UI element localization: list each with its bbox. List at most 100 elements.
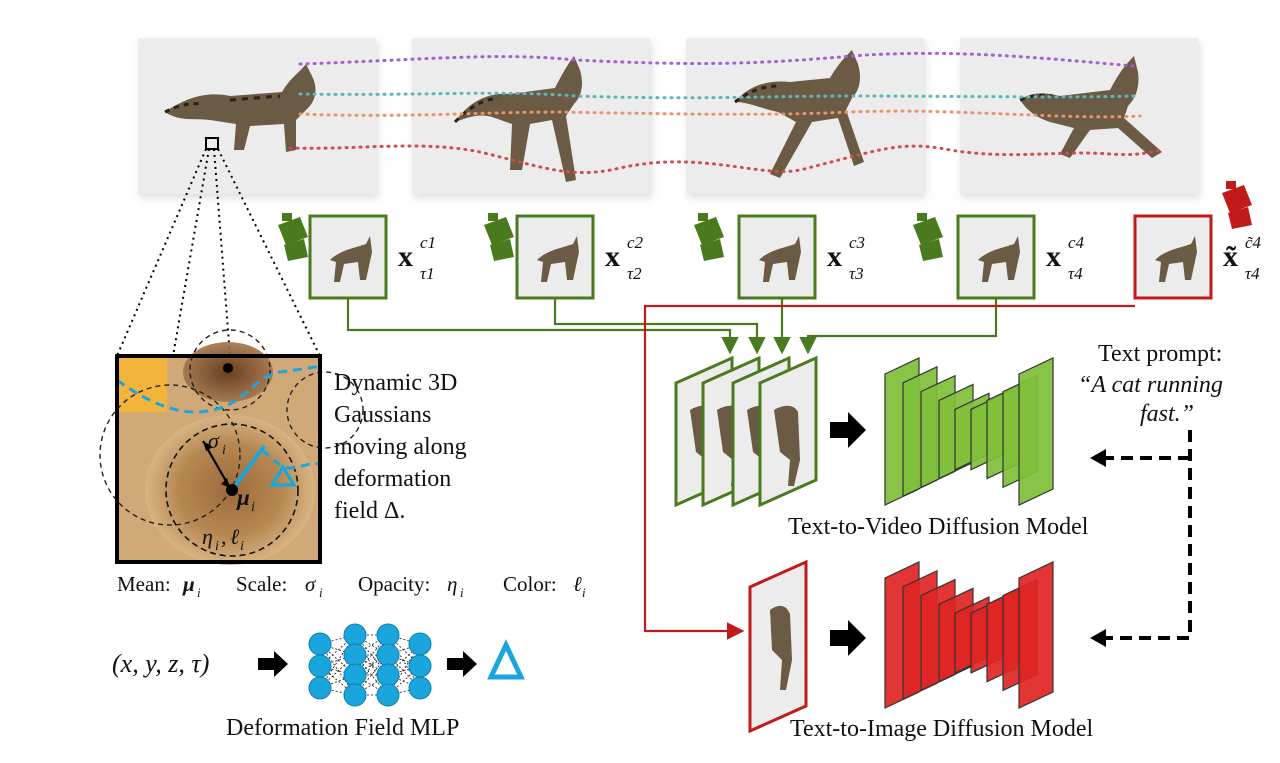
arrow-image bbox=[830, 620, 866, 656]
prompt-line-2: fast.” bbox=[1140, 401, 1194, 427]
sigma-sub: i bbox=[222, 443, 226, 458]
svg-text:,: , bbox=[221, 524, 227, 549]
deformation-vector bbox=[230, 444, 266, 492]
mlp-neuron bbox=[408, 632, 432, 656]
deformation-path-upper bbox=[116, 364, 321, 414]
svg-text:i: i bbox=[319, 585, 323, 600]
svg-text:x: x bbox=[827, 240, 842, 273]
text-prompt: Text prompt: “A cat running fast.” bbox=[1078, 341, 1223, 427]
svg-text:τ4: τ4 bbox=[1068, 264, 1083, 283]
top-frames bbox=[138, 38, 1200, 198]
svg-text:i: i bbox=[197, 585, 201, 600]
frame-row: x c1 τ1 x c2 τ2 x c3 τ3 x c4 τ4 x̃ c̃4 τ4 bbox=[278, 181, 1262, 300]
video-model-label: Text-to-Video Diffusion Model bbox=[788, 514, 1089, 540]
desc-line-1: Dynamic 3D bbox=[334, 370, 457, 396]
svg-text:μ: μ bbox=[182, 572, 195, 596]
trajectory-red bbox=[288, 144, 1162, 174]
desc-line-3: moving along bbox=[334, 434, 467, 460]
mlp-neuron bbox=[376, 623, 400, 647]
mlp-neuron bbox=[408, 654, 432, 678]
svg-text:i: i bbox=[460, 585, 464, 600]
top-frame-2 bbox=[412, 38, 652, 198]
frame-label-3: x c3 τ3 bbox=[827, 233, 865, 283]
prompt-title: Text prompt: bbox=[1098, 341, 1222, 367]
svg-text:τ1: τ1 bbox=[420, 264, 435, 283]
sigma-label: σ bbox=[208, 428, 220, 453]
legend-opacity: Opacity: bbox=[358, 572, 430, 596]
frame-label-1: x c1 τ1 bbox=[398, 233, 436, 283]
frame-thumbnail-5 bbox=[1133, 214, 1213, 300]
svg-text:x̃: x̃ bbox=[1223, 240, 1238, 273]
svg-text:x: x bbox=[605, 240, 620, 273]
mlp-section: (x, y, z, τ) Deformation Field MLP bbox=[112, 623, 525, 741]
svg-text:ℓ: ℓ bbox=[573, 572, 582, 596]
svg-text:c̃4: c̃4 bbox=[1245, 233, 1262, 252]
svg-text:i: i bbox=[582, 585, 586, 600]
camera-icon-5 bbox=[1222, 181, 1252, 229]
mlp-neuron bbox=[308, 654, 332, 678]
mlp-neuron bbox=[376, 683, 400, 707]
svg-text:c4: c4 bbox=[1068, 233, 1085, 252]
desc-line-2: Gaussians bbox=[334, 402, 431, 428]
legend-mean: Mean: bbox=[117, 572, 171, 596]
zoom-lines bbox=[116, 148, 321, 357]
frame-label-2: x c2 τ2 bbox=[605, 233, 644, 283]
mlp-neuron bbox=[343, 643, 367, 667]
delta-output-icon bbox=[487, 639, 525, 680]
svg-text:x: x bbox=[1046, 240, 1061, 273]
frame-thumbnail-2 bbox=[515, 214, 595, 300]
svg-text:τ3: τ3 bbox=[849, 264, 864, 283]
gaussian-zoom-panel: σ i μ i η i , ℓ i bbox=[99, 329, 364, 565]
cat-frame-3 bbox=[734, 50, 864, 178]
desc-line-5: field Δ. bbox=[334, 498, 405, 524]
prompt-arrowhead-video bbox=[1090, 449, 1106, 467]
frame-label-4: x c4 τ4 bbox=[1046, 233, 1085, 283]
red-connectors bbox=[643, 304, 1135, 640]
prompt-arrowhead-image bbox=[1090, 629, 1106, 647]
trajectory-purple bbox=[298, 51, 1136, 68]
gaussian-mean-dot bbox=[226, 484, 238, 496]
prompt-dashed-arrows bbox=[1106, 430, 1192, 640]
camera-icon-1 bbox=[278, 213, 308, 261]
arrow-video bbox=[830, 412, 866, 448]
camera-icon-2 bbox=[484, 213, 514, 261]
prompt-line-1: “A cat running bbox=[1078, 372, 1223, 398]
eta-sub: i bbox=[215, 539, 219, 554]
cat-frame-4 bbox=[1019, 56, 1162, 158]
camera-icon-4 bbox=[913, 213, 943, 261]
mlp-caption: Deformation Field MLP bbox=[226, 715, 459, 741]
mlp-neuron bbox=[376, 643, 400, 667]
mlp-neuron bbox=[408, 676, 432, 700]
trajectory-cyan bbox=[298, 91, 1136, 100]
svg-text:c2: c2 bbox=[627, 233, 644, 252]
video-input-frame-4 bbox=[758, 355, 818, 508]
top-frame-4 bbox=[960, 38, 1200, 198]
mu-label: μ bbox=[236, 485, 250, 510]
frame-label-5: x̃ c̃4 τ4 bbox=[1223, 233, 1262, 283]
frame-thumbnail-4 bbox=[956, 214, 1036, 300]
svg-text:τ2: τ2 bbox=[627, 264, 642, 283]
mlp-neuron bbox=[343, 623, 367, 647]
arrow-mlp-to-delta bbox=[447, 651, 477, 677]
svg-text:x: x bbox=[398, 240, 413, 273]
video-input-frames bbox=[674, 355, 818, 508]
svg-text:σ: σ bbox=[305, 572, 317, 596]
mu-sub: i bbox=[251, 500, 255, 515]
image-diffusion-model bbox=[884, 561, 1054, 709]
arrow-input-to-mlp bbox=[258, 651, 288, 677]
svg-text:τ4: τ4 bbox=[1245, 264, 1260, 283]
image-input-frame bbox=[748, 559, 808, 734]
image-model-label: Text-to-Image Diffusion Model bbox=[790, 716, 1093, 742]
gaussian-description: Dynamic 3D Gaussians moving along deform… bbox=[334, 370, 467, 524]
trajectory-orange bbox=[298, 109, 1142, 119]
deformation-path-lower bbox=[261, 448, 321, 470]
zoom-selection-box bbox=[205, 137, 219, 150]
mlp-network bbox=[308, 623, 432, 707]
mlp-neuron bbox=[376, 663, 400, 687]
legend-scale: Scale: bbox=[236, 572, 287, 596]
svg-text:c1: c1 bbox=[420, 233, 436, 252]
svg-text:c3: c3 bbox=[849, 233, 865, 252]
camera-icon-3 bbox=[694, 213, 724, 261]
image-model-layer-9 bbox=[1018, 561, 1054, 709]
mlp-neuron bbox=[343, 663, 367, 687]
